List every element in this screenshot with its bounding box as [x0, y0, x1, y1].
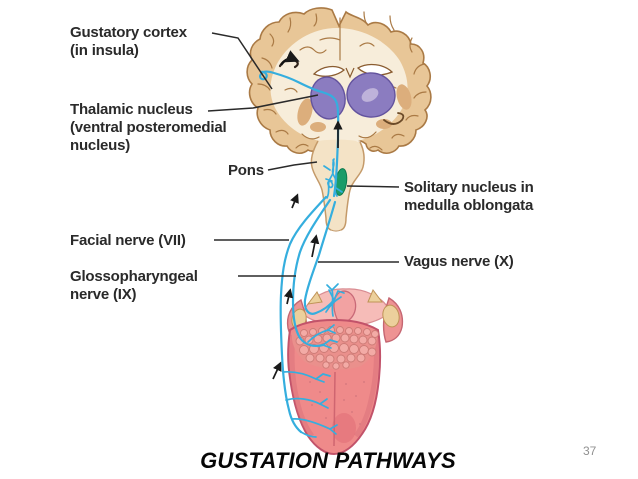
leader-gustatory-cortex: [211, 32, 273, 90]
label-line: Pons: [228, 162, 264, 179]
arrow-mid-nerve: [310, 234, 320, 258]
medulla-synapse-tangle: [323, 158, 343, 199]
label-facial-nerve: Facial nerve (VII): [70, 232, 186, 250]
median-groove: [333, 371, 336, 447]
facial-nerve-path: [279, 195, 338, 438]
label-thalamic-nucleus: Thalamic nucleus (ventral posteromedial …: [70, 101, 227, 155]
label-line: Solitary nucleus in: [404, 179, 534, 196]
gyri-sulci-lines: [257, 11, 427, 151]
leader-solitary-nucleus: [346, 185, 400, 188]
thalamic-nucleus-shape: [310, 72, 396, 120]
leader-thalamic-nucleus: [207, 94, 319, 112]
label-line: (in insula): [70, 42, 139, 59]
basal-ganglia-patches: [297, 84, 412, 132]
leader-pons: [267, 161, 318, 171]
label-line: nerve (IX): [70, 286, 137, 303]
label-vagus-nerve: Vagus nerve (X): [404, 253, 514, 271]
label-pons: Pons: [228, 162, 264, 180]
glossopharyngeal-nerve-path: [291, 198, 338, 349]
vagus-nerve-path: [303, 200, 345, 317]
label-line: Gustatory cortex: [70, 24, 187, 41]
page-number: 37: [583, 444, 597, 458]
epiglottis: [333, 290, 357, 323]
leader-lines: [207, 32, 400, 277]
label-line: Vagus nerve (X): [404, 253, 514, 270]
tongue-illustration: [286, 288, 404, 456]
label-gustatory-cortex: Gustatory cortex (in insula): [70, 24, 187, 60]
tongue-texture-dots: [309, 381, 365, 425]
arrow-lower-nerve: [272, 361, 282, 380]
label-line: nucleus): [70, 137, 131, 154]
label-solitary-nucleus: Solitary nucleus in medulla oblongata: [404, 179, 534, 215]
label-line: medulla oblongata: [404, 197, 534, 214]
arrow-upper-nerve: [290, 193, 299, 209]
direction-arrows: [272, 50, 343, 380]
label-line: (ventral posteromedial: [70, 119, 227, 136]
slide-title: GUSTATION PATHWAYS: [200, 448, 456, 473]
label-line: Facial nerve (VII): [70, 232, 186, 249]
label-glossopharyngeal-nerve: Glossopharyngeal nerve (IX): [70, 268, 198, 304]
label-line: Thalamic nucleus: [70, 101, 193, 118]
circumvallate-papillae: [295, 326, 379, 370]
insula-direction-hook: [280, 50, 300, 66]
coronal-brain-section: [246, 7, 432, 155]
arrow-root-nerve: [283, 288, 294, 305]
label-line: Glossopharyngeal: [70, 268, 198, 285]
